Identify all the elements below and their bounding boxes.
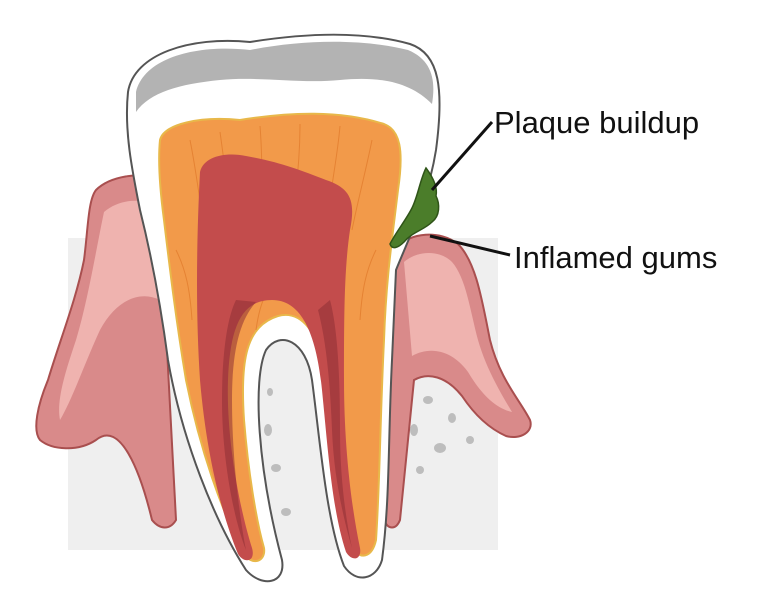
plaque-leader-line xyxy=(430,121,494,191)
inflamed-gums-label: Inflamed gums xyxy=(514,240,717,275)
pulp xyxy=(197,154,361,561)
gums-leader-line xyxy=(429,234,511,257)
plaque-deposit xyxy=(389,166,440,249)
plaque-buildup-label: Plaque buildup xyxy=(494,105,699,140)
gum-left xyxy=(35,174,178,529)
gum-right xyxy=(382,233,532,529)
